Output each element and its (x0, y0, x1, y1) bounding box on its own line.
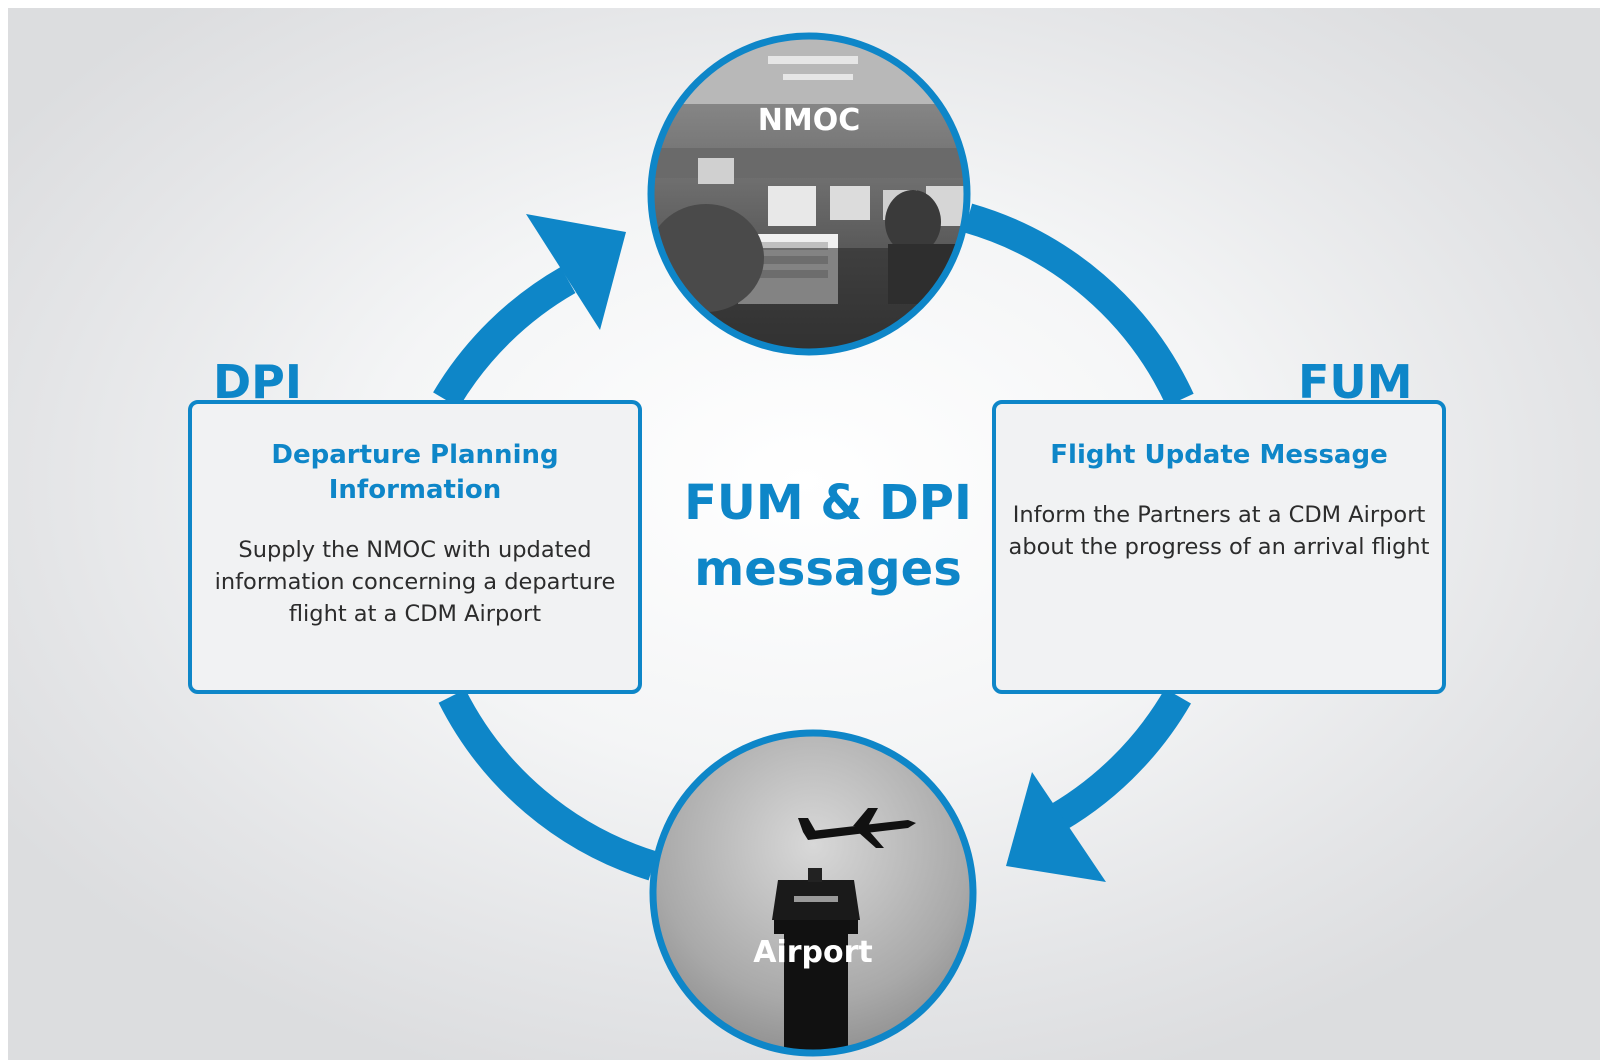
arc-airport-to-dpi (438, 689, 658, 881)
center-title: FUM & DPI messages (628, 470, 1028, 602)
fum-box-title: Flight Update Message (1050, 440, 1388, 470)
airport-label: Airport (753, 935, 873, 970)
dpi-box-description: Supply the NMOC with updated information… (214, 537, 616, 627)
cycle-diagram: NMOC Airport (433, 32, 1194, 1057)
center-title-line1: FUM & DPI (684, 475, 972, 531)
center-title-line2: messages (694, 541, 962, 597)
dpi-box-title: Departure Planning Information (271, 440, 559, 505)
fum-box-description: Inform the Partners at a CDM Airport abo… (1008, 502, 1430, 560)
diagram-canvas: NMOC Airport DPI FUM Departure Planning … (8, 8, 1600, 1060)
dpi-info-box: Departure Planning Information Supply th… (188, 400, 642, 694)
arrow-head-bottom-right (1006, 772, 1106, 882)
nmoc-node (647, 32, 971, 356)
airport-node (649, 729, 977, 1057)
dpi-label: DPI (213, 355, 303, 409)
control-tower-icon (772, 868, 860, 1053)
airplane-icon (798, 808, 916, 848)
arc-fum-to-airport (1040, 688, 1191, 837)
arrow-head-top-left (526, 214, 626, 330)
fum-label: FUM (1298, 355, 1413, 409)
fum-info-box: Flight Update Message Inform the Partner… (992, 400, 1446, 694)
nmoc-label: NMOC (758, 103, 860, 138)
arc-dpi-to-nmoc (433, 266, 576, 408)
arc-nmoc-to-fum (963, 203, 1194, 407)
